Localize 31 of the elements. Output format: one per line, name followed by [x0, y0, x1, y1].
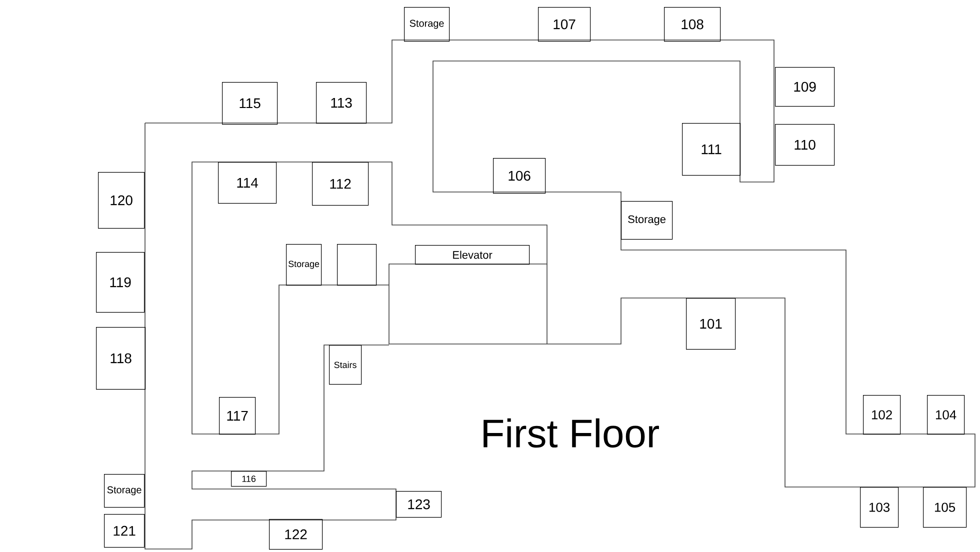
room-box: Storage — [404, 7, 450, 42]
room-box — [337, 244, 377, 286]
room-box: 104 — [927, 395, 965, 435]
room-box: 111 — [682, 123, 741, 176]
room-box: 119 — [96, 252, 145, 313]
room-box: 105 — [923, 487, 967, 528]
room-box: Storage — [621, 201, 673, 240]
room-box: 114 — [218, 162, 277, 204]
room-box: 106 — [493, 158, 546, 194]
room-box: 121 — [104, 514, 145, 548]
room-box: Elevator — [415, 245, 530, 265]
room-box: 117 — [219, 397, 256, 435]
room-box: 108 — [664, 7, 721, 42]
room-box: Stairs — [329, 345, 362, 385]
room-box: 122 — [269, 519, 323, 550]
room-box: 123 — [396, 491, 442, 518]
room-box: 118 — [96, 327, 146, 390]
room-box: 107 — [538, 7, 591, 42]
room-box: 109 — [775, 67, 835, 107]
room-box: 110 — [775, 124, 835, 166]
room-box: 116 — [231, 471, 267, 487]
room-box: 112 — [312, 162, 369, 206]
room-box: 115 — [222, 82, 278, 125]
floor-title: First Floor — [484, 418, 659, 448]
room-box: Storage — [104, 474, 145, 508]
room-box: Storage — [286, 244, 322, 286]
room-box: 101 — [686, 298, 736, 350]
room-box: 113 — [316, 82, 367, 124]
room-box: 102 — [863, 395, 901, 435]
room-box: 120 — [98, 172, 145, 229]
room-box: 103 — [860, 487, 899, 528]
